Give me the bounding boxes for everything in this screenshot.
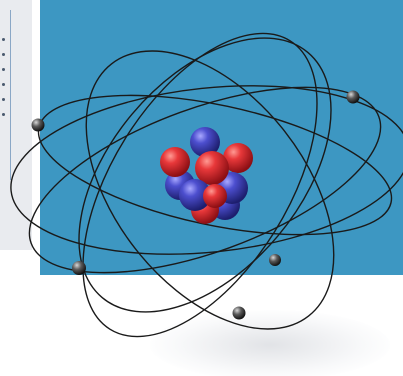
nucleus [160,127,253,224]
proton [203,184,227,208]
electron [269,254,281,266]
electron [72,261,86,275]
proton [160,147,190,177]
electron [32,119,45,132]
electron [347,91,360,104]
electron [233,307,246,320]
